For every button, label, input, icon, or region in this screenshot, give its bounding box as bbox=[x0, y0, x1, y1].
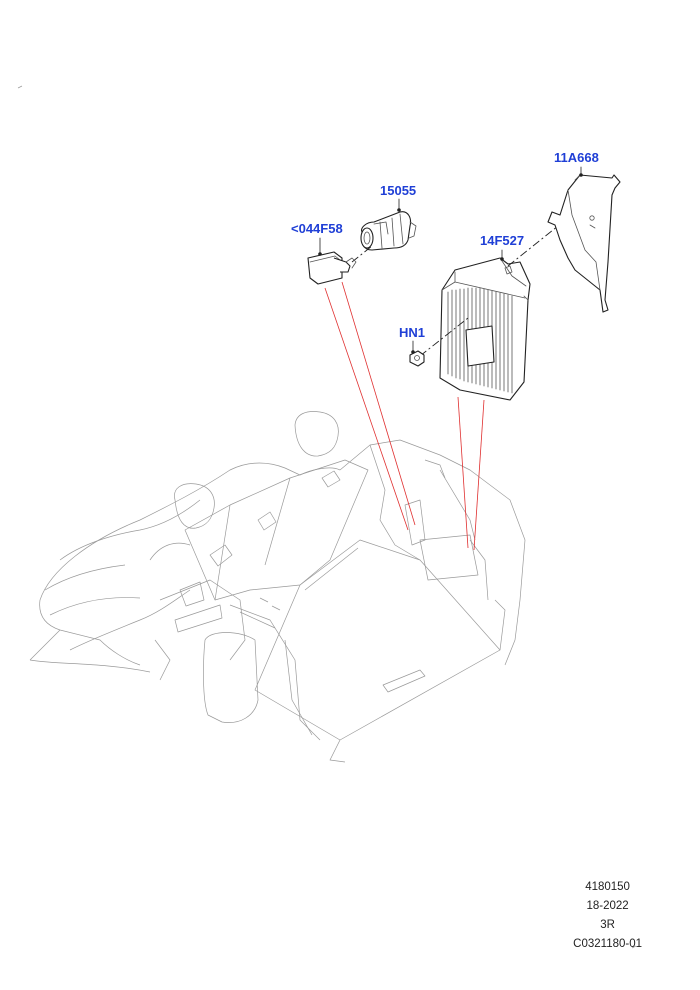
drawing-date-code: 18-2022 bbox=[586, 900, 629, 912]
vehicle-interior-illustration bbox=[29, 411, 526, 763]
leader-cover-right bbox=[341, 281, 416, 526]
callout-label-nut: HN1 bbox=[399, 325, 425, 340]
leader-amp-left bbox=[457, 396, 469, 549]
power-socket bbox=[360, 211, 417, 251]
callout-label-amp-bracket: 11A668 bbox=[554, 150, 599, 165]
callout-nut: HN1 bbox=[399, 325, 425, 354]
alignment-line-bracket bbox=[507, 225, 559, 267]
drawing-id: C0321180-01 bbox=[573, 938, 642, 950]
leader-cover-left bbox=[324, 287, 409, 531]
callout-cover: <044F58 bbox=[291, 221, 343, 256]
callout-socket: 15055 bbox=[380, 183, 416, 212]
drawing-reference-block: 4180150 18-2022 3R C0321180-01 bbox=[573, 878, 642, 954]
callout-label-amplifier: 14F527 bbox=[480, 233, 524, 248]
callout-label-socket: 15055 bbox=[380, 183, 416, 198]
amplifier-bracket bbox=[547, 174, 621, 313]
audio-amplifier bbox=[439, 257, 531, 401]
drawing-revision: 3R bbox=[600, 919, 615, 931]
callout-amplifier: 14F527 bbox=[480, 233, 524, 261]
alignment-line-socket bbox=[351, 245, 373, 263]
alignment-line-nut bbox=[419, 317, 469, 357]
corner-mark-bottom bbox=[631, 945, 637, 949]
drawing-number: 4180150 bbox=[585, 881, 630, 893]
callout-label-cover: <044F58 bbox=[291, 221, 343, 236]
red-leader-lines bbox=[324, 281, 485, 551]
socket-cover bbox=[307, 251, 357, 285]
flange-nut bbox=[409, 350, 425, 367]
leader-amp-right bbox=[473, 399, 485, 551]
corner-mark bbox=[17, 85, 23, 89]
callout-amp-bracket: 11A668 bbox=[554, 150, 599, 177]
